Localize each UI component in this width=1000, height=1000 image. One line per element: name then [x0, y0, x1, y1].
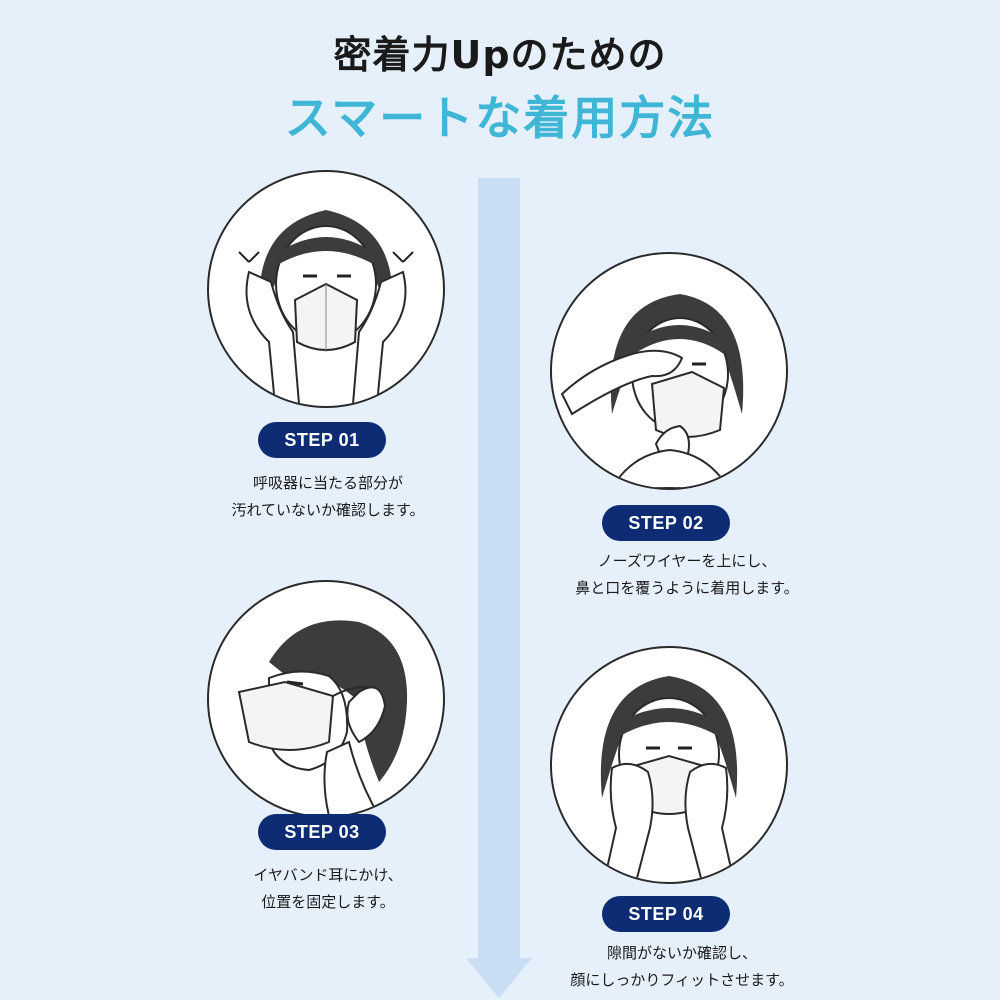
step-03-description: イヤバンド耳にかけ、 位置を固定します。: [168, 862, 488, 916]
ear-band-illustration: [207, 580, 445, 818]
fit-mask-illustration: [550, 646, 788, 884]
step-02-line-1: ノーズワイヤーを上にし、: [597, 552, 777, 570]
step-03-line-2: 位置を固定します。: [261, 893, 395, 911]
wear-mask-illustration: [550, 252, 788, 490]
step-03-badge: STEP 03: [258, 814, 386, 850]
timeline-line: [478, 178, 520, 968]
step-02-badge: STEP 02: [602, 505, 730, 541]
step-04-description: 隙間がないか確認し、 顔にしっかりフィットさせます。: [522, 940, 842, 994]
step-04-badge: STEP 04: [602, 896, 730, 932]
check-mask-illustration: [207, 170, 445, 408]
step-04-line-1: 隙間がないか確認し、: [606, 944, 757, 962]
step-02-line-2: 鼻と口を覆うように着用します。: [575, 579, 799, 597]
arrow-down-icon: [466, 958, 532, 998]
step-01-badge: STEP 01: [258, 422, 386, 458]
step-01-line-1: 呼吸器に当たる部分が: [252, 474, 403, 492]
title-line-2: スマートな着用方法: [284, 91, 716, 145]
step-02-description: ノーズワイヤーを上にし、 鼻と口を覆うように着用します。: [527, 548, 847, 602]
title-line-1: 密着力Upのための: [333, 33, 667, 77]
step-03-line-1: イヤバンド耳にかけ、: [253, 866, 403, 884]
step-04-line-2: 顔にしっかりフィットさせます。: [570, 971, 794, 989]
step-01-description: 呼吸器に当たる部分が 汚れていないか確認します。: [168, 470, 488, 524]
step-01-line-2: 汚れていないか確認します。: [231, 501, 425, 519]
